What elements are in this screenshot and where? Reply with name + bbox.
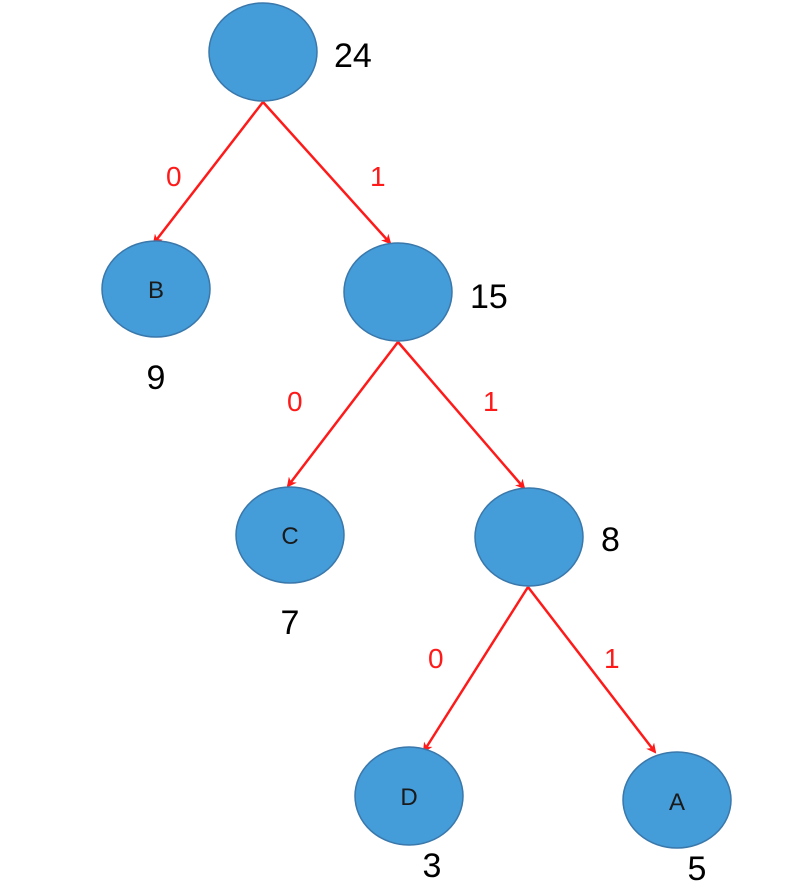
edge-n15-to-c [286, 341, 399, 488]
edge-n15-to-n8 [397, 341, 526, 490]
edge-n8-to-d [422, 586, 530, 753]
edge-labels: 0 1 0 1 0 1 [166, 161, 620, 674]
node-d-weight: 3 [423, 847, 442, 885]
node-c-circle [235, 486, 345, 584]
edge-root-to-b [152, 101, 264, 245]
edge-root-to-n15 [262, 101, 392, 245]
node-d-letter: D [400, 784, 417, 811]
node-b-letter: B [148, 277, 164, 304]
edge-n8-to-a [527, 586, 657, 754]
node-c-letter: C [281, 523, 298, 550]
edges [152, 101, 657, 754]
node-c-weight: 7 [281, 604, 300, 642]
node-8-weight: 8 [601, 521, 620, 559]
node-b-circle [101, 240, 211, 338]
node-a-circle [622, 751, 732, 849]
node-d: D 3 [354, 746, 464, 885]
node-b: B 9 [101, 240, 211, 397]
edge-label-root-b: 0 [166, 161, 182, 192]
node-a: A 5 [622, 751, 732, 888]
node-a-letter: A [669, 789, 685, 816]
node-c: C 7 [235, 486, 345, 642]
node-root-weight: 24 [334, 37, 372, 75]
node-8: 8 [474, 487, 620, 587]
edge-label-n15-c: 0 [287, 386, 303, 417]
node-b-weight: 9 [147, 359, 166, 397]
node-8-circle [474, 487, 584, 587]
node-15-weight: 15 [470, 278, 508, 316]
edge-label-n8-d: 0 [428, 643, 444, 674]
edge-label-root-n15: 1 [370, 161, 386, 192]
node-root: 24 [208, 2, 372, 102]
node-15: 15 [343, 242, 508, 342]
edge-label-n15-n8: 1 [483, 386, 499, 417]
edge-label-n8-a: 1 [604, 643, 620, 674]
node-d-circle [354, 746, 464, 846]
node-a-weight: 5 [688, 850, 707, 888]
node-15-circle [343, 242, 453, 342]
node-root-circle [208, 2, 318, 102]
